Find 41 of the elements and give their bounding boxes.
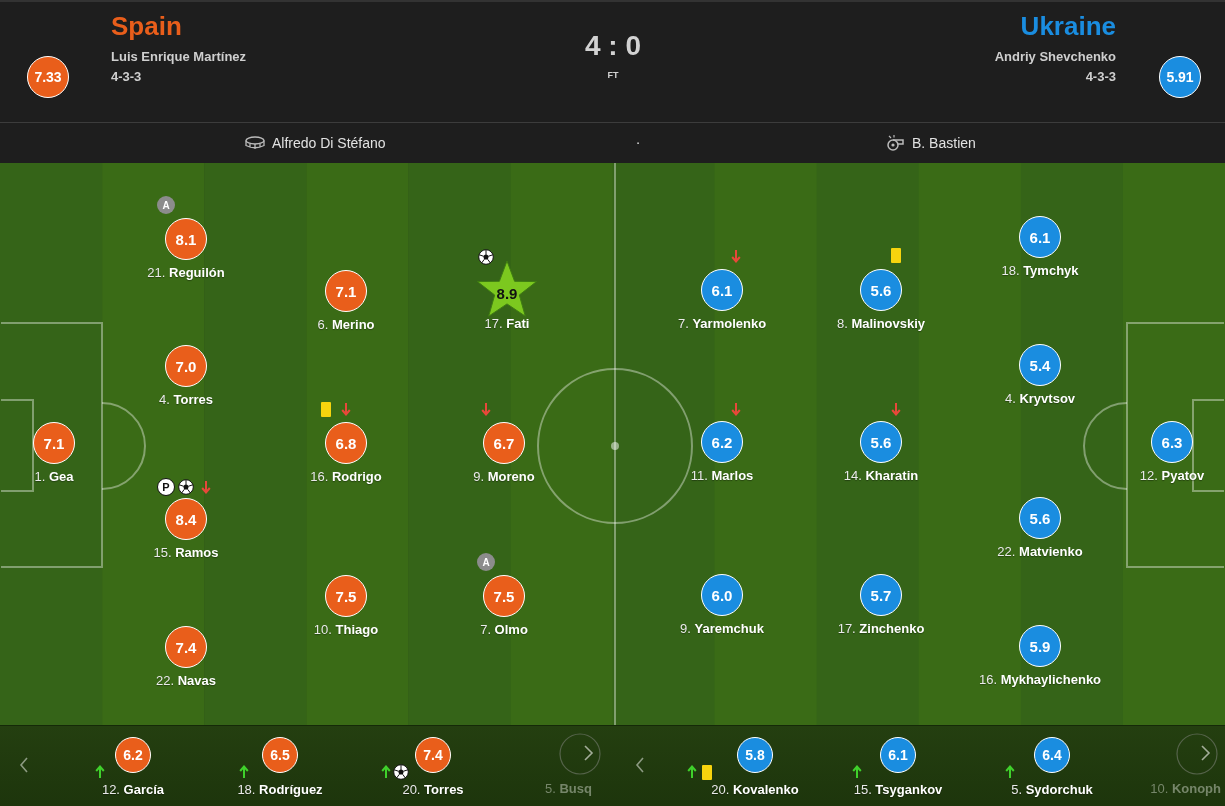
player-name: 22. Navas (156, 673, 216, 688)
team-name: Ukraine (1020, 12, 1116, 42)
player-name: 4. Torres (159, 392, 213, 407)
player-name: 8. Malinovskiy (836, 316, 926, 331)
venue-name: Alfredo Di Stéfano (272, 135, 386, 152)
player-name: 12. Pyatov (1139, 468, 1205, 483)
player-name: 5. Sydorchuk (1011, 782, 1093, 797)
player-name: 22. Matvienko (997, 544, 1083, 559)
score: 4 : 0 (585, 30, 641, 63)
player-name: 5. Busq (545, 782, 592, 797)
player-name: 1. Gea (34, 469, 74, 484)
player-name: 4. Kryvtsov (1004, 391, 1076, 406)
player-name: 7. Olmo (480, 622, 528, 637)
team-name: Spain (111, 12, 182, 42)
player-name: 15. Tsygankov (853, 782, 943, 797)
player-name: 9. Yaremchuk (680, 621, 764, 636)
player-name: 9. Moreno (473, 469, 535, 484)
separator-dot: · (635, 134, 641, 151)
player-name: 20. Torres (402, 782, 464, 797)
manager-name: Andriy Shevchenko (994, 50, 1116, 65)
player-name: 10. Thiago (313, 622, 379, 637)
player-name: 16. Mykhaylichenko (978, 672, 1102, 687)
formation: 4-3-3 (111, 70, 142, 85)
player-name: 20. Kovalenko (711, 782, 799, 797)
match-status: FT (607, 70, 619, 81)
player-name: 18. Tymchyk (1001, 263, 1079, 278)
referee-name: B. Bastien (912, 135, 976, 152)
player-name: 17. Zinchenko (837, 621, 925, 636)
player-name: 6. Merino (317, 317, 375, 332)
player-name: 18. Rodríguez (237, 782, 323, 797)
player-name: 12. García (101, 782, 165, 797)
player-name: 10. Konoph (1150, 782, 1221, 797)
player-name: 17. Fati (484, 316, 530, 331)
player-name: 15. Ramos (153, 545, 219, 560)
player-name: 21. Reguilón (147, 265, 225, 280)
player-name: 11. Marlos (690, 468, 754, 483)
player-name: 7. Yarmolenko (677, 316, 767, 331)
formation: 4-3-3 (1085, 70, 1116, 85)
player-name: 16. Rodrigo (310, 469, 382, 484)
manager-name: Luis Enrique Martínez (111, 50, 247, 65)
player-name: 14. Kharatin (843, 468, 919, 483)
